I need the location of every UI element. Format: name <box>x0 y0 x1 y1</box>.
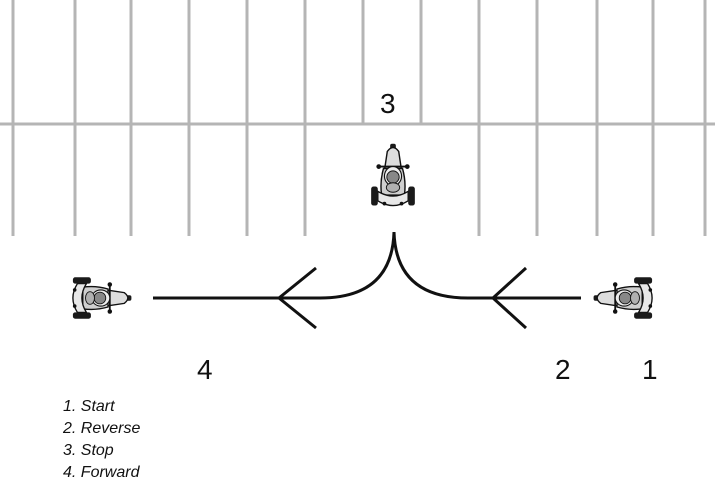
step-marker-reverse: 2 <box>555 354 571 385</box>
step-marker-start: 1 <box>642 354 658 385</box>
step-marker-stop: 3 <box>380 88 396 119</box>
forward-path <box>153 231 396 330</box>
legend-item-start: 1. Start <box>63 398 115 415</box>
legend-item-stop: 3. Stop <box>63 442 114 459</box>
legend: 1. Start 2. Reverse 3. Stop 4. Forward <box>63 396 140 484</box>
motorcycle-start-position-icon <box>592 276 653 320</box>
motorcycle-forward-position-icon <box>72 276 133 320</box>
legend-item-reverse: 2. Reverse <box>63 420 141 437</box>
step-marker-forward: 4 <box>197 354 213 385</box>
parking-lot-lines <box>0 0 715 236</box>
legend-item-forward: 4. Forward <box>63 464 140 481</box>
motorcycle-stop-position-icon <box>370 142 416 207</box>
reverse-path <box>392 231 581 330</box>
